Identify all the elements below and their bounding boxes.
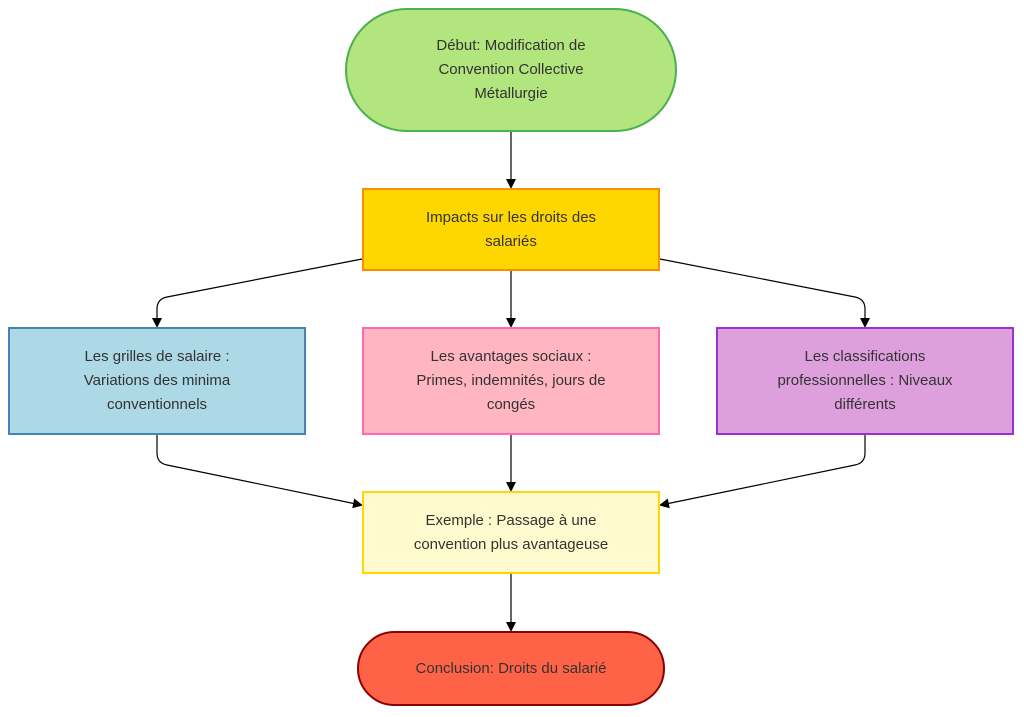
avantages-node: Les avantages sociaux : Primes, indemnit… <box>362 327 660 435</box>
impacts-node: Impacts sur les droits des salariés <box>362 188 660 271</box>
salaire-node: Les grilles de salaire : Variations des … <box>8 327 306 435</box>
edge-classif-exemple <box>659 435 866 509</box>
avantages-label: Les avantages sociaux : Primes, indemnit… <box>416 348 606 413</box>
conclusion-label: Conclusion: Droits du salarié <box>415 659 607 677</box>
exemple-label: Exemple : Passage à une convention plus … <box>413 511 609 553</box>
edge-salaire-exemple <box>156 435 363 509</box>
classifications-node: Les classifications professionnelles : N… <box>716 327 1014 435</box>
start-label: Début: Modification de Convention Collec… <box>436 37 586 102</box>
edge-impacts-salaire <box>152 258 363 328</box>
classifications-label: Les classifications professionnelles : N… <box>777 348 953 413</box>
edge-impacts-classif <box>659 258 870 328</box>
conclusion-node: Conclusion: Droits du salarié <box>357 631 665 706</box>
salaire-label: Les grilles de salaire : Variations des … <box>83 348 231 413</box>
exemple-node: Exemple : Passage à une convention plus … <box>362 491 660 574</box>
start-node: Début: Modification de Convention Collec… <box>345 8 677 132</box>
impacts-label: Impacts sur les droits des salariés <box>425 208 597 250</box>
